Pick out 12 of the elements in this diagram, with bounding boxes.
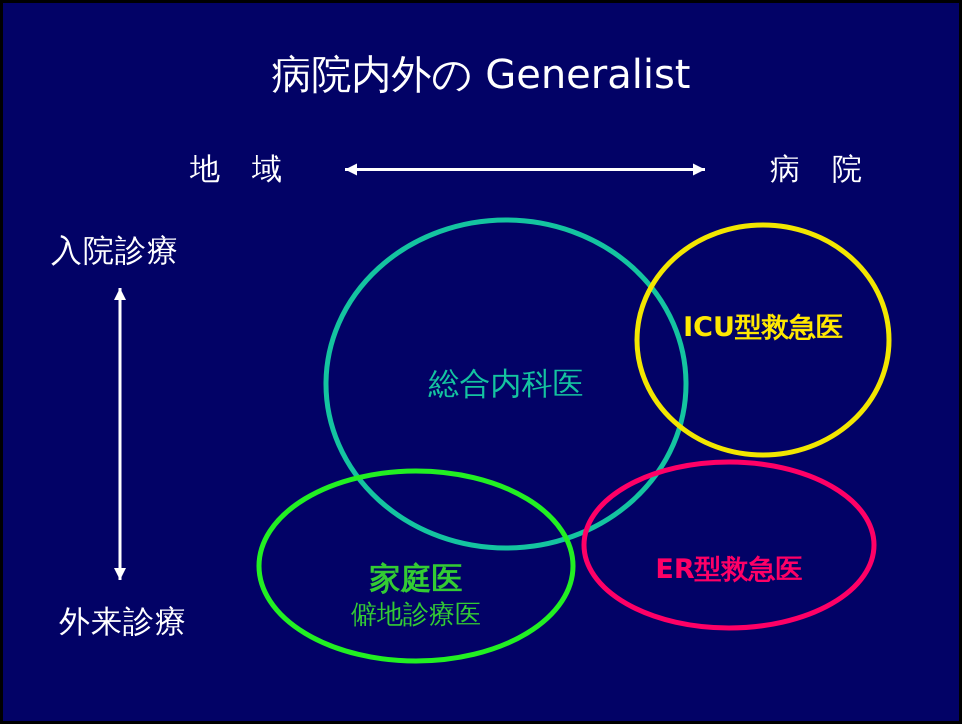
axis-label: 外来診療 — [59, 602, 187, 642]
circle-label: ICU型救急医 — [683, 311, 843, 346]
circle-label: ER型救急医 — [655, 553, 803, 588]
circle-label: 総合内科医 — [428, 364, 584, 404]
title: 病院内外の Generalist — [272, 51, 690, 100]
double-arrow — [345, 164, 705, 176]
circle-label: 家庭医 — [370, 560, 462, 599]
double-arrow — [114, 288, 126, 580]
axis-label: 病 院 — [770, 150, 863, 188]
circle-label: 僻地診療医 — [351, 599, 481, 632]
axis-label: 地 域 — [190, 150, 283, 188]
axis-label: 入院診療 — [51, 232, 179, 271]
